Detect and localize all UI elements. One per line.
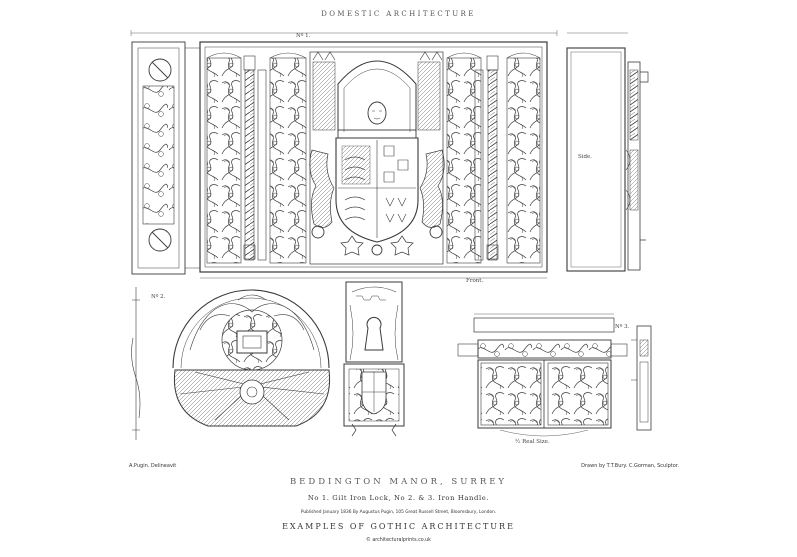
keyhole-plate-drawing [343,281,405,437]
engraver-credit: Drawn by T.T.Bury. C.Gorman, Sculptor. [581,463,679,469]
publication-line: Published January 1836 By Augustus Pugin… [300,510,497,515]
plate-subtitle: No 1. Gilt Iron Lock, No 2. & 3. Iron Ha… [307,494,490,502]
lock-side-drawing [566,32,649,272]
lock-front-drawing [130,30,558,279]
series-title: EXAMPLES OF GOTHIC ARCHITECTURE [282,522,515,531]
copyright-notice: © architecturalprints.co.uk [366,538,431,543]
fig-label-side: Side. [578,154,592,160]
fig-label-no3: Nº 3. [615,323,630,330]
handle-round-drawing [131,287,331,440]
handle-rect-drawing [457,313,652,437]
draughtsman-credit: A.Pugin. Delineavit [129,463,177,469]
plate-title: BEDDINGTON MANOR, SURREY [289,477,508,487]
plate-header: DOMESTIC ARCHITECTURE [321,10,476,18]
fig-label-front: Front. [466,278,484,284]
scale-label: ½ Real Size. [515,438,550,445]
fig-label-no1: Nº 1. [296,32,311,39]
fig-label-no2: Nº 2. [151,293,166,300]
